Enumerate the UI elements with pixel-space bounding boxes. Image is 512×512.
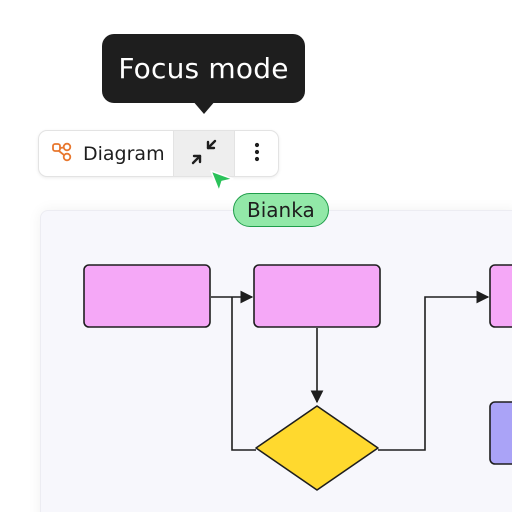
process-box-1[interactable]	[83, 264, 211, 328]
process-box-3[interactable]	[489, 264, 512, 328]
diagram-button[interactable]: Diagram	[39, 131, 173, 176]
more-options-button[interactable]	[235, 131, 278, 176]
decision-diamond[interactable]	[255, 405, 379, 491]
connector-decision-to-right-box[interactable]	[378, 290, 490, 451]
diagram-button-label: Diagram	[83, 142, 165, 165]
tooltip-arrow	[192, 100, 216, 114]
more-vertical-icon	[253, 141, 261, 167]
connector-decision-loop-back[interactable]	[231, 297, 256, 451]
collaborator-name-badge: Bianka	[233, 193, 329, 227]
diagram-nodes-icon	[51, 141, 73, 167]
secondary-box[interactable]	[489, 401, 512, 465]
process-box-2[interactable]	[253, 264, 381, 328]
collaborator-cursor-icon	[209, 169, 235, 197]
focus-mode-button[interactable]	[173, 131, 235, 176]
focus-mode-tooltip: Focus mode	[102, 34, 305, 103]
selection-toolbar: Diagram	[38, 130, 279, 177]
collapse-arrows-icon	[188, 136, 220, 172]
